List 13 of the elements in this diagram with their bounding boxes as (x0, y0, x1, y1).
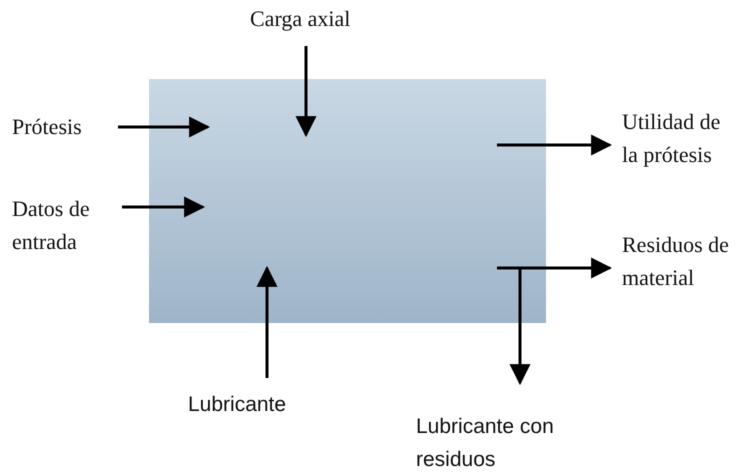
arrow (122, 196, 206, 218)
arrow (118, 116, 210, 138)
node-label: Prótesis (12, 113, 83, 141)
arrow (256, 266, 278, 378)
process-box (149, 79, 546, 323)
node-label: Lubricante (188, 392, 288, 418)
node-label: Lubricante con residuos (416, 414, 555, 473)
node-label: Datos de entrada (12, 195, 91, 256)
arrow (296, 46, 316, 138)
arrow (497, 134, 612, 156)
node-label: Utilidad de la prótesis (622, 108, 722, 169)
node-label: Residuos de material (622, 231, 730, 292)
node-label: Carga axial (250, 5, 352, 33)
